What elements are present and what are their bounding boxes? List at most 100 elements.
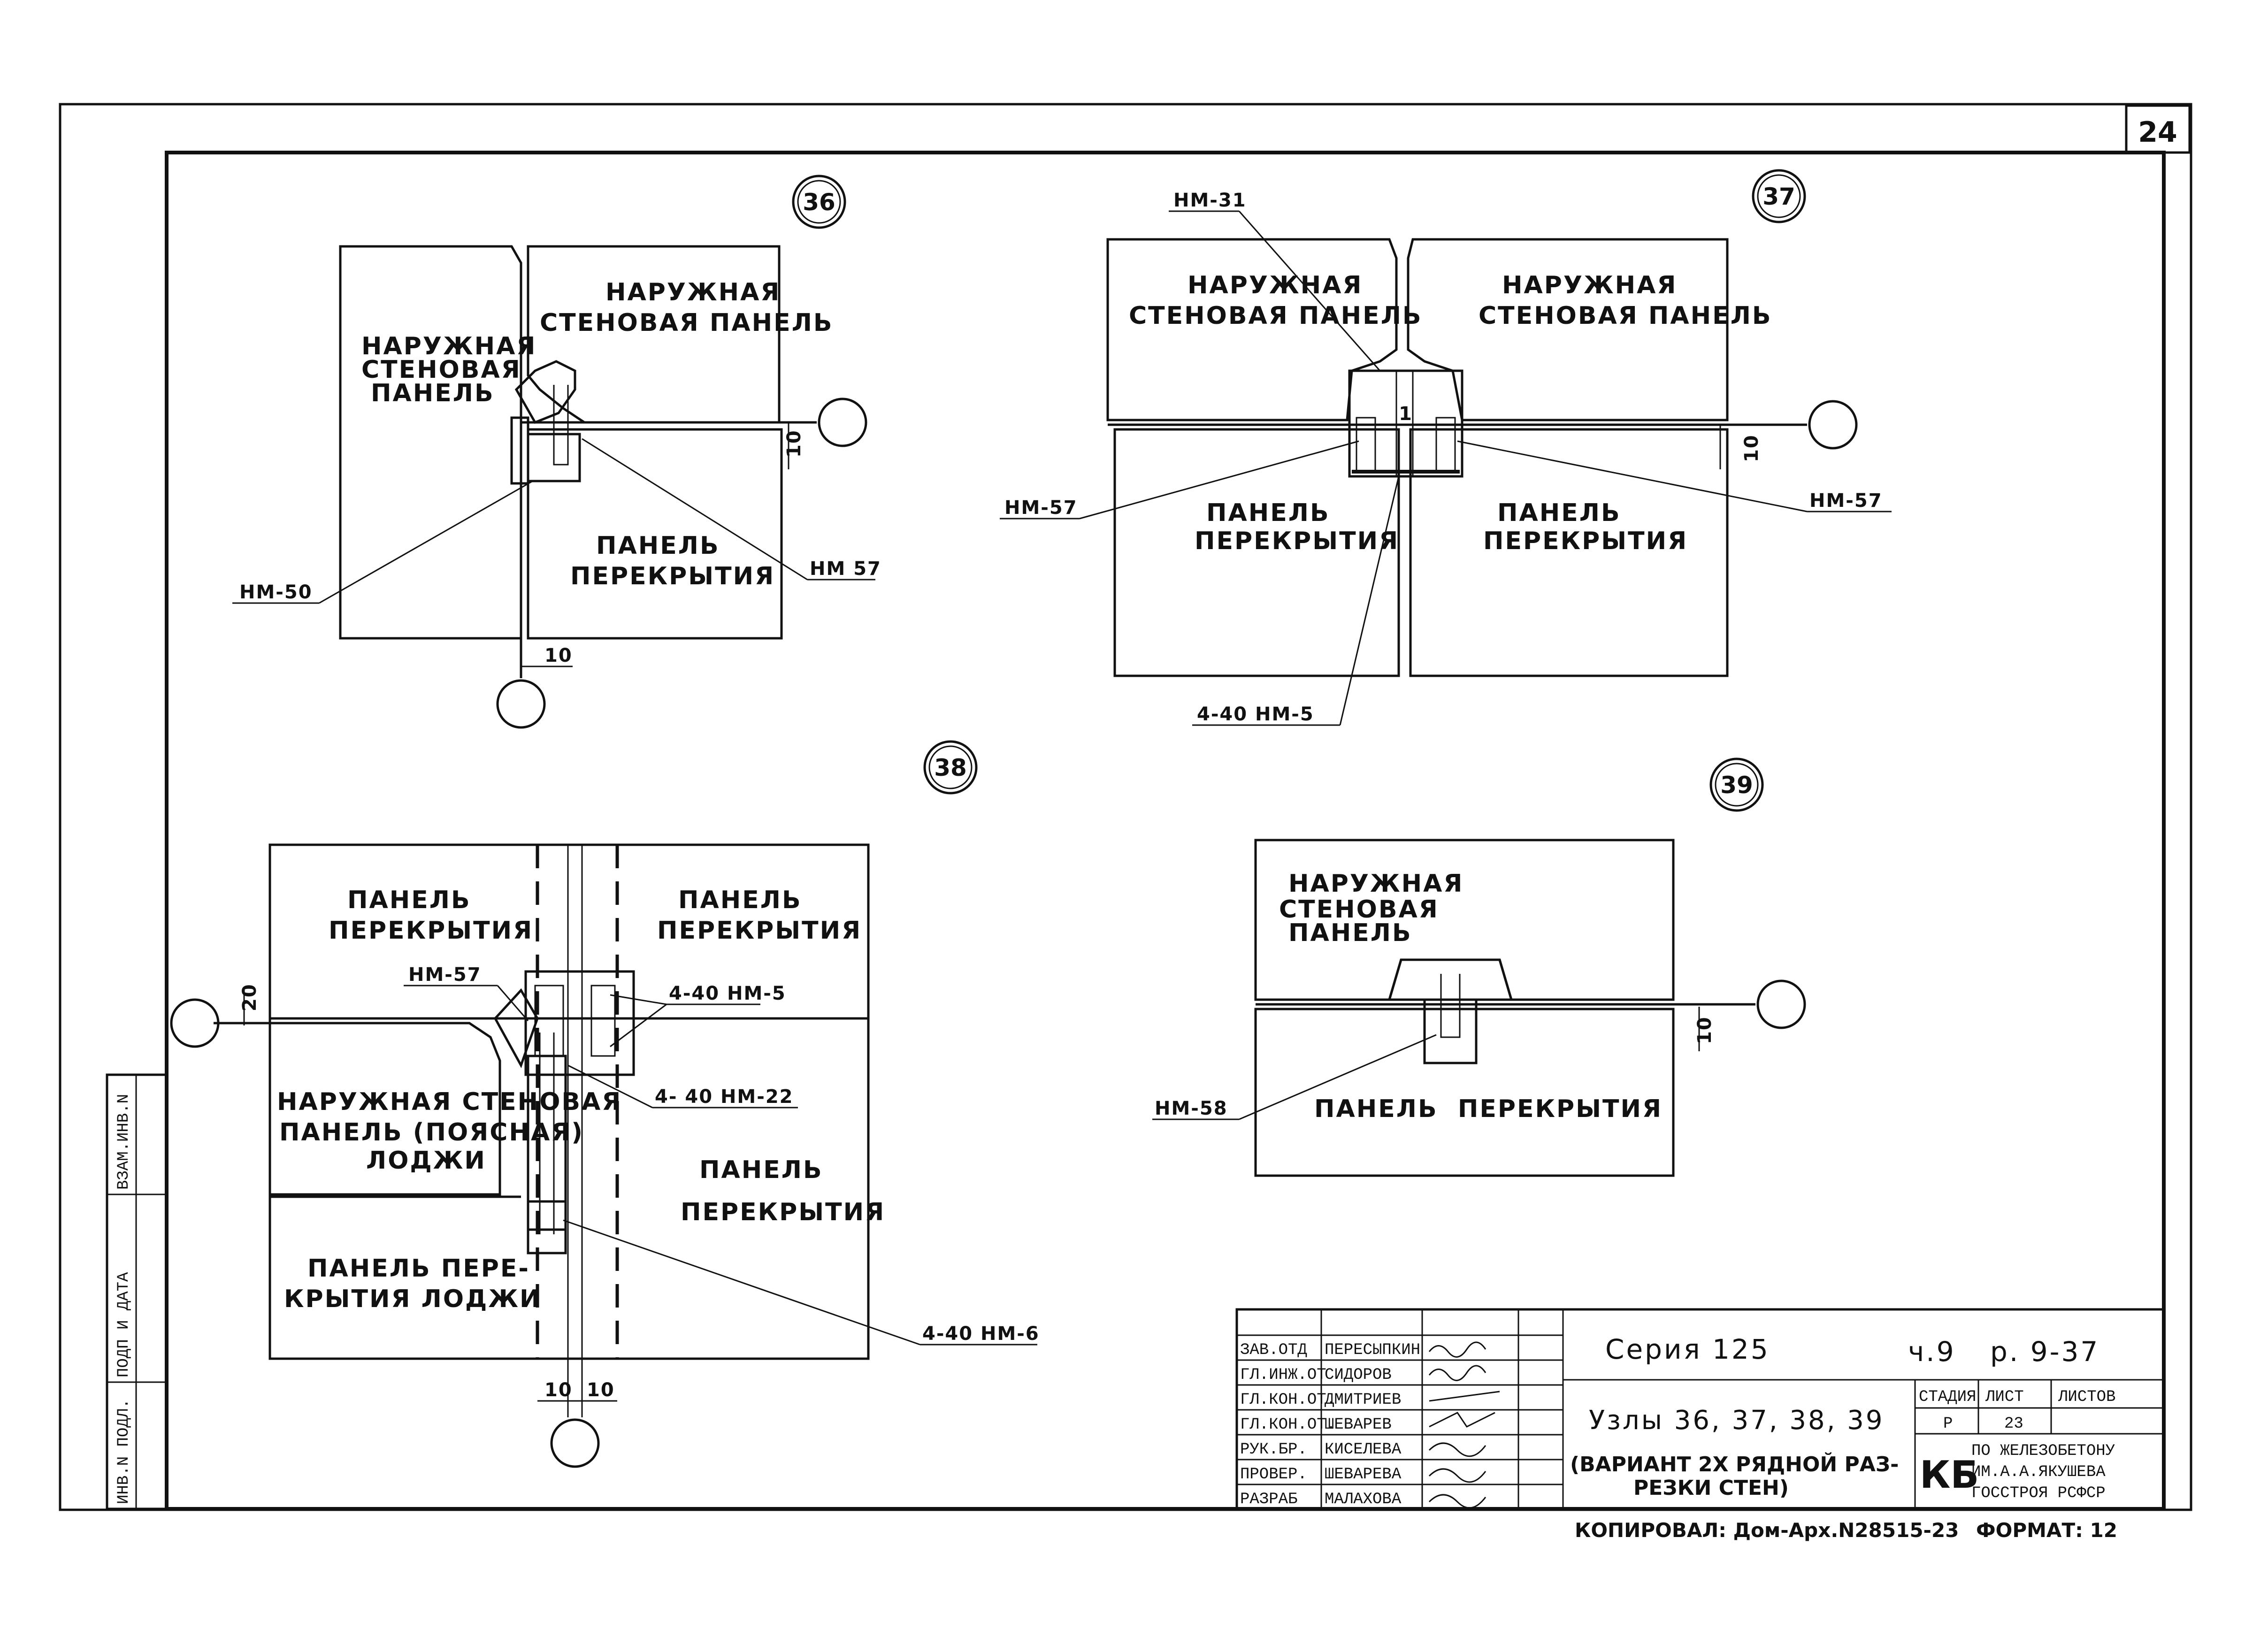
signature-4	[1428, 1442, 1486, 1457]
node-37-axis-bubble	[1808, 400, 1858, 450]
name-6: МАЛАХОВА	[1325, 1491, 1402, 1508]
role-6: РАЗРАБ	[1240, 1491, 1297, 1508]
org-logo: КБ	[1920, 1453, 1979, 1497]
org-line-2: ИМ.А.А.ЯКУШЕВА	[1971, 1463, 2106, 1481]
name-3: ШЕВАРЕВ	[1325, 1416, 1392, 1434]
node-38-callout-nm6: 4-40 НМ-6	[922, 1323, 1040, 1345]
node-36-dim-vertical: 10	[783, 429, 805, 458]
node-37-wall-panel-left	[1106, 238, 1398, 421]
role-0: ЗАВ.ОТД	[1240, 1341, 1307, 1359]
node-38: 38 20 10 10 ПАНЕЛЬ ПЕРЕКРЫТИЯ	[170, 740, 1040, 1468]
signature-6	[1428, 1494, 1486, 1509]
node-39-label-floor: ПАНЕЛЬ ПЕРЕКРЫТИЯ	[1314, 1095, 1663, 1123]
page-number: 24	[2138, 116, 2177, 149]
node-36-label-wall-right: НАРУЖНАЯ СТЕНОВАЯ ПАНЕЛЬ	[540, 278, 834, 337]
node-37-connector	[1348, 369, 1463, 478]
footer-copied: КОПИРОВАЛ: Дом-Арх.N28515-23	[1575, 1519, 1959, 1542]
side-stamp: ИНВ.N ПОДЛ. ПОДП И ДАТА ВЗАМ.ИНВ.N	[106, 1073, 168, 1510]
node-37-floor-panel-left	[1113, 428, 1400, 677]
signature-0	[1428, 1341, 1486, 1358]
name-1: СИДОРОВ	[1325, 1366, 1392, 1384]
signature-3	[1429, 1412, 1495, 1428]
node-39-dim-vertical: 10	[1694, 1016, 1716, 1044]
inner-frame	[165, 151, 2166, 1511]
node-38-label-floor-top-right: ПАНЕЛЬ ПЕРЕКРЫТИЯ	[657, 886, 862, 945]
node-36-wall-panel-left	[339, 245, 522, 640]
node-38-label-floor-top-left: ПАНЕЛЬ ПЕРЕКРЫТИЯ	[329, 886, 533, 945]
node-38-axis-bubble-left	[170, 998, 220, 1048]
role-4: РУК.БР.	[1240, 1441, 1307, 1459]
node-37-callout-nm57-left: НМ-57	[1004, 497, 1078, 519]
node-36-callout-nm57: НМ 57	[810, 558, 881, 580]
node-38-connector	[524, 970, 635, 1076]
node-37: 37 1 10 НАРУЖНАЯ СТЕНОВАЯ ПАНЕЛЬ НАРУЖНА…	[1000, 169, 1892, 726]
node-37-label-wall-right: НАРУЖНАЯ СТЕНОВАЯ ПАНЕЛЬ	[1479, 271, 1772, 330]
role-5: ПРОВЕР.	[1240, 1466, 1307, 1484]
node-37-label-wall-left: НАРУЖНАЯ СТЕНОВАЯ ПАНЕЛЬ	[1129, 271, 1423, 330]
sheet-label: ЛИСТ	[1985, 1388, 2024, 1406]
node-38-label-floor-mid-right: ПАНЕЛЬ ПЕРЕКРЫТИЯ	[681, 1156, 885, 1226]
node-38-dim-right: 10	[587, 1379, 615, 1401]
node-38-dim-vertical: 20	[239, 983, 261, 1011]
title-block-series: Серия 125	[1605, 1333, 1770, 1365]
node-38-axis-bubble-bottom	[550, 1418, 600, 1468]
node-36-dim-horizontal: 10	[544, 645, 573, 666]
name-4: КИСЕЛЕВА	[1325, 1441, 1402, 1459]
side-stamp-sign: ПОДП И ДАТА	[115, 1272, 133, 1377]
node-38-marker	[923, 740, 978, 795]
node-38-loggia-wall-panel	[268, 1022, 501, 1196]
page-number-box	[2125, 104, 2191, 154]
node-39-callout-nm58: НМ-58	[1155, 1098, 1228, 1119]
node-37-floor-panel-right	[1409, 428, 1729, 677]
name-2: ДМИТРИЕВ	[1325, 1391, 1401, 1409]
node-37-joint-mark: 1	[1399, 403, 1413, 425]
node-39-label-wall: НАРУЖНАЯ СТЕНОВАЯ ПАНЕЛЬ	[1279, 870, 1474, 947]
node-38-dim-left: 10	[544, 1379, 573, 1401]
title-block-staff: ЗАВ.ОТД ГЛ.ИНЖ.ОТ ГЛ.КОН.ОТ. ГЛ.КОН.ОТ. …	[1237, 1334, 1563, 1509]
node-37-callout-nm57-right: НМ-57	[1809, 490, 1883, 512]
node-37-number: 37	[1762, 183, 1795, 210]
node-38-label-loggia-wall: НАРУЖНАЯ СТЕНОВАЯ ПАНЕЛЬ (ПОЯСНАЯ) ЛОДЖИ	[277, 1088, 632, 1175]
signature-2	[1429, 1391, 1500, 1402]
name-5: ШЕВАРЕВА	[1325, 1466, 1402, 1484]
node-38-number: 38	[934, 754, 967, 781]
node-36-label-floor: ПАНЕЛЬ ПЕРЕКРЫТИЯ	[570, 532, 775, 590]
node-38-callout-nm57: НМ-57	[408, 964, 482, 986]
node-37-callout-nm31: НМ-31	[1173, 190, 1247, 211]
node-36-axis-bubble-bottom	[496, 679, 546, 729]
stage-value: Р	[1943, 1415, 1953, 1433]
sheet-value: 23	[2004, 1415, 2023, 1433]
title-block-title-1: Узлы 36, 37, 38, 39	[1589, 1405, 1885, 1436]
node-37-label-floor-right: ПАНЕЛЬ ПЕРЕКРЫТИЯ	[1483, 499, 1688, 555]
role-2: ГЛ.КОН.ОТ.	[1240, 1391, 1336, 1409]
node-37-dim-vertical: 10	[1741, 434, 1762, 462]
node-38-label-loggia-floor: ПАНЕЛЬ ПЕРЕ- КРЫТИЯ ЛОДЖИ	[284, 1254, 542, 1313]
signature-1	[1428, 1365, 1486, 1381]
signature-5	[1428, 1468, 1486, 1483]
stage-label: СТАДИЯ	[1919, 1388, 1976, 1406]
role-3: ГЛ.КОН.ОТ.	[1240, 1416, 1336, 1434]
name-0: ПЕРЕСЫПКИН	[1325, 1341, 1420, 1359]
node-36-floor-panel	[527, 428, 783, 640]
node-37-callout-nm5: 4-40 НМ-5	[1197, 704, 1314, 725]
side-stamp-replace: ВЗАМ.ИНВ.N	[115, 1094, 133, 1190]
org-line-3: ГОССТРОЯ РСФСР	[1971, 1484, 2106, 1502]
node-38-callout-nm5: 4-40 НМ-5	[669, 983, 786, 1004]
node-39-axis-bubble	[1756, 979, 1806, 1029]
node-36-axis-bubble-right	[818, 398, 867, 447]
node-36-marker	[792, 175, 846, 229]
node-39-connector	[1387, 958, 1513, 1001]
node-37-label-floor-left: ПАНЕЛЬ ПЕРЕКРЫТИЯ	[1195, 499, 1399, 555]
org-line-1: ПО ЖЕЛЕЗОБЕТОНУ	[1971, 1442, 2115, 1460]
role-1: ГЛ.ИНЖ.ОТ	[1240, 1366, 1326, 1384]
node-39-marker	[1709, 757, 1764, 812]
node-36-connector	[514, 360, 576, 424]
node-36-number: 36	[803, 189, 835, 216]
title-block-issue: р. 9-37	[1990, 1336, 2099, 1368]
node-36-label-wall-left: НАРУЖНАЯ СТЕНОВАЯ ПАНЕЛЬ	[361, 332, 547, 407]
node-39: 39 10 НАРУЖНАЯ СТЕНОВАЯ ПАНЕЛЬ ПАНЕЛЬ ПЕ…	[1152, 757, 1806, 1177]
title-block-title-2: (ВАРИАНТ 2Х РЯДНОЙ РАЗ-	[1570, 1452, 1899, 1476]
title-block-title-3: РЕЗКИ СТЕН)	[1633, 1476, 1789, 1500]
side-stamp-inv: ИНВ.N ПОДЛ.	[115, 1399, 133, 1504]
